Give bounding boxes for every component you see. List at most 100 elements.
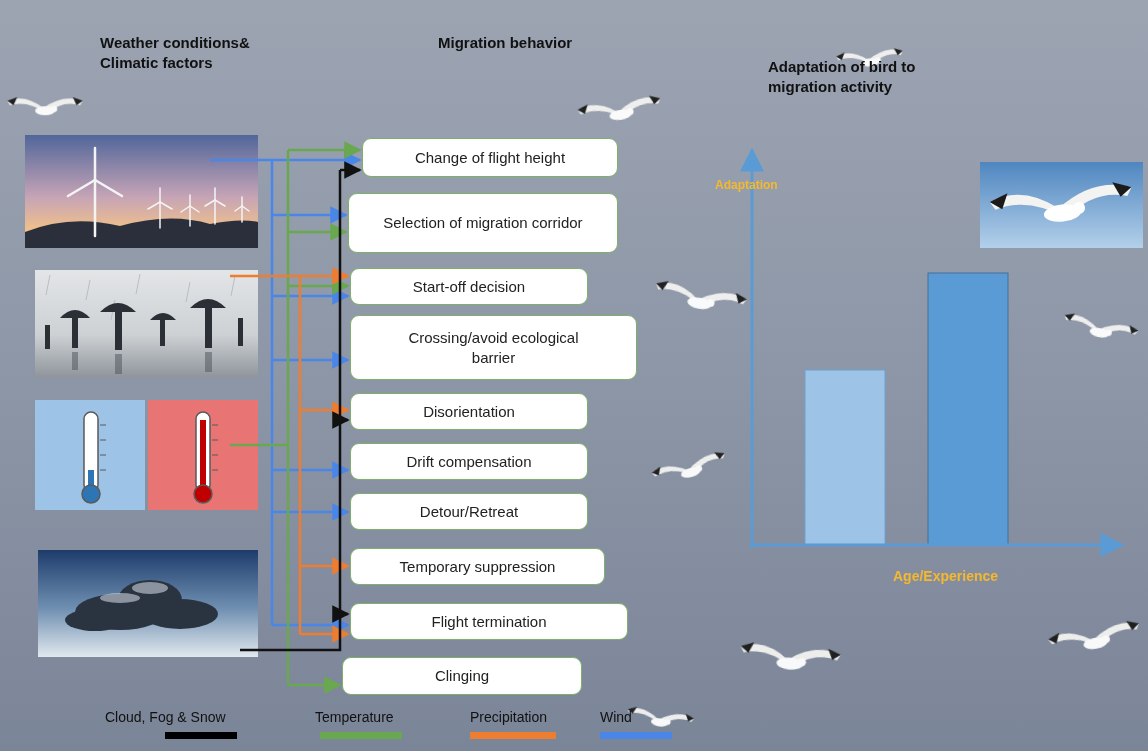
wind-picture-part [214,188,216,200]
wind-picture-part [242,206,249,211]
temperature-picture-part [100,425,218,470]
gull-flock-part [577,94,663,125]
temperature-picture-part [100,425,106,426]
wind-picture-part [148,202,160,209]
wind-lines-part [272,469,348,472]
wind-lines [210,160,360,625]
behavior-text: Temporary suppression [400,557,556,577]
rain-picture-part [45,325,50,349]
axis-label: Adaptation [715,178,778,194]
cloud-lines-part [240,170,340,650]
temperature-picture-part [84,412,98,492]
behavior-text: Selection of migration corridor [383,213,582,233]
rain-picture [35,270,258,378]
cloud-picture-part [100,593,140,603]
wind-picture [25,135,258,248]
rain-picture-part [238,318,243,346]
rain-picture-part [35,270,258,378]
legend-swatch [165,732,237,739]
temperature-picture [35,400,258,510]
wind-lines-part [272,511,348,514]
rain-picture-part [205,308,212,348]
wind-picture-part [160,202,172,209]
temperature-picture-part [100,470,106,471]
wind-picture-part [68,148,122,236]
temperature-picture-part [35,400,145,510]
wind-picture-part [235,206,242,211]
behavior-text: Start-off decision [413,277,525,297]
rain-picture-part [150,313,176,320]
wind-lines-part [272,214,346,217]
legend-text: Temperature [315,709,394,725]
wind-picture-part [241,206,243,222]
cloud-picture-part [65,580,218,631]
wind-picture-part [94,148,97,180]
temperature-picture-part [100,440,106,441]
rain-picture-part [72,352,212,374]
temperature-picture-part [212,425,218,426]
gull-flock [7,48,1142,732]
temperature-lines-part [288,149,360,152]
behavior-text: Drift compensation [406,452,531,472]
cloud-lines-part [340,169,360,172]
legend-text: Cloud, Fog & Snow [105,709,226,725]
temperature-picture-part [148,400,258,510]
temperature-picture-part [196,412,210,492]
wind-picture-part [190,206,199,212]
rain-picture-part [115,312,122,350]
wind-picture-part [189,206,191,226]
cloud-picture-part [132,582,168,594]
behavior-box: Flight termination [350,603,628,640]
wind-picture-part [159,188,161,202]
temperature-lines [230,150,360,685]
behavior-box: Selection of migration corridor [348,193,618,253]
adaptation-chart-part [805,370,885,545]
wind-lines-part [272,295,348,298]
behavior-text: Flight termination [431,612,546,632]
gull-flock-part [739,641,842,674]
cloud-lines-part [340,419,348,422]
gull-flock-part [1047,619,1142,657]
gull-flock-part [626,706,695,731]
gull-picture-part [980,162,1143,248]
legend-swatch [320,732,402,739]
precipitation-lines-part [230,275,300,278]
gull-flock-part [1062,312,1140,345]
wind-lines-part [272,359,348,362]
temperature-picture-part [82,485,100,503]
behavior-box: Start-off decision [350,268,588,305]
wind-picture-part [25,218,258,248]
gull-picture [980,162,1143,248]
rain-picture-part [160,320,165,346]
cloud-picture-part [38,550,258,657]
behavior-text: Detour/Retreat [420,502,518,522]
cloud-picture [38,550,258,657]
wind-picture-part [68,180,95,196]
rain-picture-part [72,318,78,348]
temperature-picture-part [212,470,218,471]
wind-picture-part [95,180,122,196]
behavior-box: Detour/Retreat [350,493,588,530]
wind-picture-part [205,200,215,206]
rain-picture-part [46,275,50,295]
gull-flock-part [7,97,83,115]
behavior-box: Temporary suppression [350,548,605,585]
wind-picture-part [214,200,216,224]
precipitation-lines [230,276,348,634]
rain-picture-part [231,276,235,296]
gull-flock-part [653,279,748,317]
rain-picture-part [186,282,190,302]
temperature-lines-part [287,150,290,685]
temperature-picture-part [212,455,218,456]
rain-picture-part [190,299,226,308]
wind-picture-part [94,180,97,236]
gull-flock-part [651,450,729,487]
temperature-picture-part [100,455,106,456]
temperature-lines-part [288,684,340,687]
cloud-lines-part [340,613,348,616]
behavior-text: Change of flight height [415,148,565,168]
rain-picture-part [86,280,90,300]
rain-picture-part [72,352,78,370]
axis-label: Age/Experience [893,567,998,585]
